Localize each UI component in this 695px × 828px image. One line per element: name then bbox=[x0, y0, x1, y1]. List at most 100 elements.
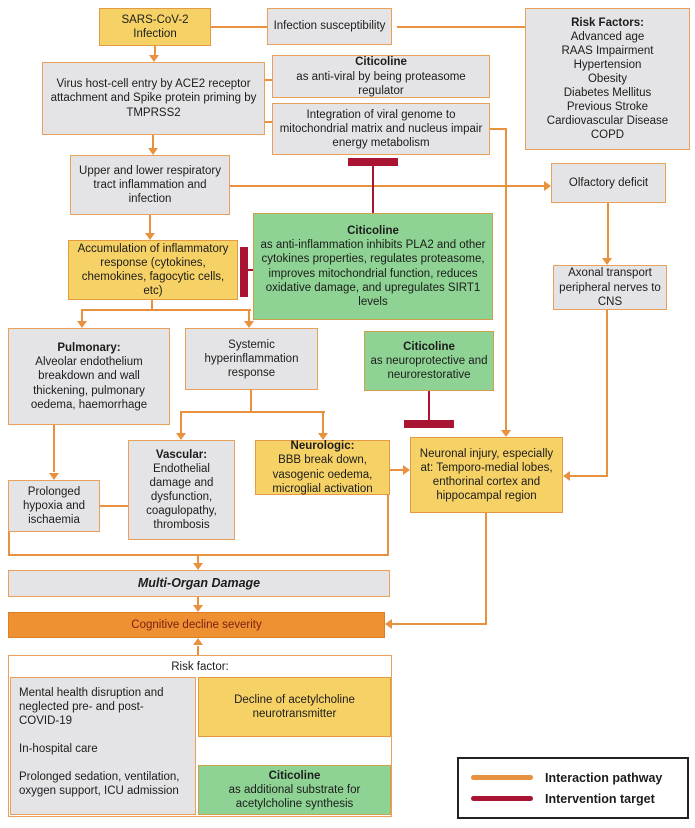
intervention-line-neuronal bbox=[428, 391, 430, 420]
node-title: Neurologic: bbox=[290, 440, 355, 453]
connector-collector-right bbox=[387, 495, 389, 556]
node-vascular: Vascular: Endothelial damage and dysfunc… bbox=[128, 440, 235, 540]
connector-accumulation-split-h bbox=[81, 309, 251, 311]
node-prolonged-hypoxia: Prolonged hypoxia and ischaemia bbox=[8, 480, 100, 532]
arrow-into-cognitive-top bbox=[193, 605, 203, 612]
node-infection-susceptibility: Infection susceptibility bbox=[267, 8, 392, 45]
node-citicoline-neuroprotective: Citicoline as neuroprotective and neuror… bbox=[364, 331, 494, 391]
connector-integration-neuronal-v bbox=[505, 128, 507, 431]
node-body: Infection susceptibility bbox=[273, 20, 386, 33]
connector-split-neurologic bbox=[322, 411, 324, 434]
node-citicoline-antiinflammation: Citicoline as anti-inflammation inhibits… bbox=[253, 213, 493, 320]
connector-virusentry-integration bbox=[265, 121, 272, 123]
node-title: Citicoline bbox=[403, 340, 455, 353]
intervention-line-accumulation bbox=[248, 269, 253, 271]
arrow-into-respiratory bbox=[148, 148, 158, 155]
node-virus-entry: Virus host-cell entry by ACE2 receptor a… bbox=[42, 62, 265, 135]
node-axonal-transport: Axonal transport peripheral nerves to CN… bbox=[553, 265, 667, 310]
connector-split-vascular bbox=[180, 411, 182, 434]
node-body: SARS-CoV-2 Infection bbox=[121, 13, 189, 40]
connector-pulmonary-hypoxia bbox=[53, 425, 55, 472]
node-title: Vascular: bbox=[155, 448, 208, 461]
node-upper-respiratory: Upper and lower respiratory tract inflam… bbox=[70, 155, 230, 215]
connector-axonal-neuronal-h bbox=[570, 475, 608, 477]
node-citicoline-substrate: Citicoline as additional substrate for a… bbox=[198, 765, 391, 815]
connector-split-systemic bbox=[248, 309, 250, 322]
node-body: Neuronal injury, especially at: Temporo-… bbox=[419, 447, 554, 503]
node-mental-health: Mental health disruption and neglected p… bbox=[10, 677, 196, 815]
intervention-bar-accumulation bbox=[240, 247, 248, 297]
node-body: Integration of viral genome to mitochond… bbox=[279, 108, 483, 149]
node-body: Alveolar endothelium breakdown and wall … bbox=[30, 356, 148, 411]
node-body: Decline of acetylcholine neurotransmitte… bbox=[234, 693, 355, 720]
arrow-into-multiorgan bbox=[193, 563, 203, 570]
connector-sars-virusentry bbox=[154, 46, 156, 56]
node-neuronal-injury: Neuronal injury, especially at: Temporo-… bbox=[410, 437, 563, 513]
node-decline-acetylcholine: Decline of acetylcholine neurotransmitte… bbox=[198, 677, 391, 737]
connector-hypoxia-vascular bbox=[100, 505, 128, 507]
arrow-into-cognitive-right bbox=[385, 619, 392, 629]
legend: Interaction pathway Intervention target bbox=[457, 757, 689, 819]
arrow-into-systemic bbox=[244, 321, 254, 328]
node-body: as additional substrate for acetylcholin… bbox=[228, 783, 361, 810]
connector-virusentry-respiratory bbox=[152, 135, 154, 148]
intervention-line-integration bbox=[372, 166, 374, 213]
arrow-into-virusentry bbox=[149, 55, 159, 62]
arrow-into-accumulation bbox=[145, 233, 155, 240]
connector-neuronal-cognitive-v bbox=[485, 513, 487, 625]
node-multi-organ-damage: Multi-Organ Damage bbox=[8, 570, 390, 597]
node-body: Advanced age RAAS Impairment Hypertensio… bbox=[546, 30, 669, 142]
connector-olfactory-axonal bbox=[607, 203, 609, 258]
arrow-into-neuronal-right bbox=[563, 471, 570, 481]
node-title: Risk Factors: bbox=[571, 16, 644, 29]
connector-axonal-neuronal-v bbox=[606, 310, 608, 477]
intervention-target-swatch-icon bbox=[471, 796, 533, 801]
arrow-into-neuronal-left bbox=[403, 465, 410, 475]
arrow-into-olfactory bbox=[544, 181, 551, 191]
node-body: Olfactory deficit bbox=[568, 176, 649, 189]
node-systemic-hyperinflammation: Systemic hyperinflammation response bbox=[185, 328, 318, 390]
node-body: Endothelial damage and dysfunction, coag… bbox=[146, 462, 217, 532]
node-neurologic: Neurologic: BBB break down, vasogenic oe… bbox=[255, 440, 390, 495]
intervention-bar-integration bbox=[348, 158, 398, 166]
connector-neuronal-cognitive-h bbox=[392, 623, 487, 625]
connector-collector-h bbox=[8, 554, 389, 556]
node-body: BBB break down, vasogenic oedema, microg… bbox=[272, 454, 373, 495]
connector-integration-neuronal-h bbox=[490, 128, 507, 130]
arrow-into-axonal bbox=[602, 258, 612, 265]
node-title: Risk factor: bbox=[171, 661, 229, 673]
connector-collector-left bbox=[8, 532, 10, 556]
connector-respiratory-accumulation bbox=[149, 215, 151, 233]
connector-systemic-split-v bbox=[250, 390, 252, 412]
node-body: as anti-inflammation inhibits PLA2 and o… bbox=[260, 239, 486, 308]
node-citicoline-antiviral: Citicoline as anti-viral by being protea… bbox=[272, 55, 490, 98]
node-integration-viral-genome: Integration of viral genome to mitochond… bbox=[272, 103, 490, 155]
node-title: Citicoline bbox=[355, 56, 407, 69]
connector-systemic-split-h bbox=[180, 411, 325, 413]
connector-riskfactor-cognitive bbox=[197, 646, 199, 655]
intervention-bar-neuronal bbox=[404, 420, 454, 428]
interaction-pathway-swatch-icon bbox=[471, 775, 533, 780]
node-sars-infection: SARS-CoV-2 Infection bbox=[99, 8, 211, 46]
legend-label: Intervention target bbox=[545, 791, 655, 806]
arrow-into-neurologic bbox=[318, 433, 328, 440]
connector-sars-susceptibility bbox=[211, 26, 267, 28]
node-body: Virus host-cell entry by ACE2 receptor a… bbox=[50, 78, 257, 119]
arrow-into-vascular bbox=[176, 433, 186, 440]
node-title: Pulmonary: bbox=[57, 342, 121, 355]
arrow-into-pulmonary bbox=[77, 321, 87, 328]
arrow-into-hypoxia bbox=[49, 473, 59, 480]
node-body: Mental health disruption and neglected p… bbox=[19, 687, 180, 798]
node-body: Multi-Organ Damage bbox=[137, 575, 261, 590]
connector-respiratory-olfactory bbox=[230, 185, 545, 187]
connector-collector-multiorgan bbox=[197, 556, 199, 564]
node-body: Axonal transport peripheral nerves to CN… bbox=[559, 267, 661, 308]
node-body: Upper and lower respiratory tract inflam… bbox=[79, 164, 221, 205]
connector-accumulation-split-v bbox=[151, 300, 153, 310]
legend-item-interaction: Interaction pathway bbox=[471, 771, 675, 785]
node-body: Accumulation of inflammatory response (c… bbox=[77, 242, 229, 298]
node-body: as anti-viral by being proteasome regula… bbox=[296, 70, 466, 97]
connector-neurologic-neuronal bbox=[390, 469, 404, 471]
legend-item-intervention: Intervention target bbox=[471, 792, 675, 806]
arrow-into-neuronal-top bbox=[501, 430, 511, 437]
